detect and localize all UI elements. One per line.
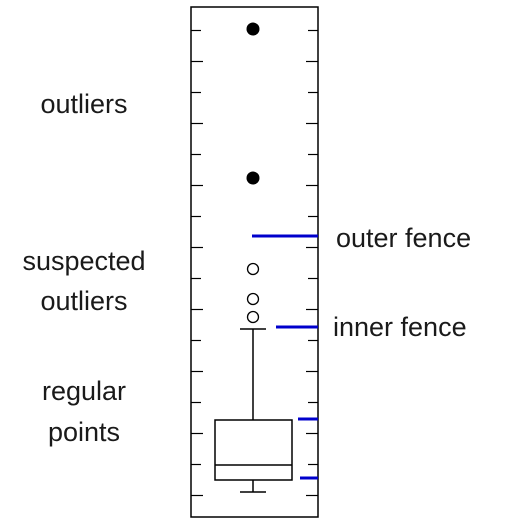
outlier-point: [246, 22, 260, 36]
plot-frame: [190, 6, 319, 518]
interquartile-box: [214, 419, 293, 481]
outliers-label: outliers: [40, 89, 127, 119]
suspected-outlier-point: [246, 310, 260, 324]
suspected-outlier-point: [246, 292, 260, 306]
suspected-outliers-label-line1: suspected: [22, 246, 145, 276]
axis-ticks: [191, 29, 318, 497]
regular-points-label-line2: points: [48, 417, 120, 447]
inner-fence-label: inner fence: [333, 312, 467, 342]
outer-fence-label: outer fence: [336, 223, 471, 253]
suspected-outlier-point: [246, 262, 260, 276]
outlier-point: [246, 171, 260, 185]
regular-points-label-line1: regular: [42, 376, 126, 406]
suspected-outliers-label-line2: outliers: [40, 286, 127, 316]
